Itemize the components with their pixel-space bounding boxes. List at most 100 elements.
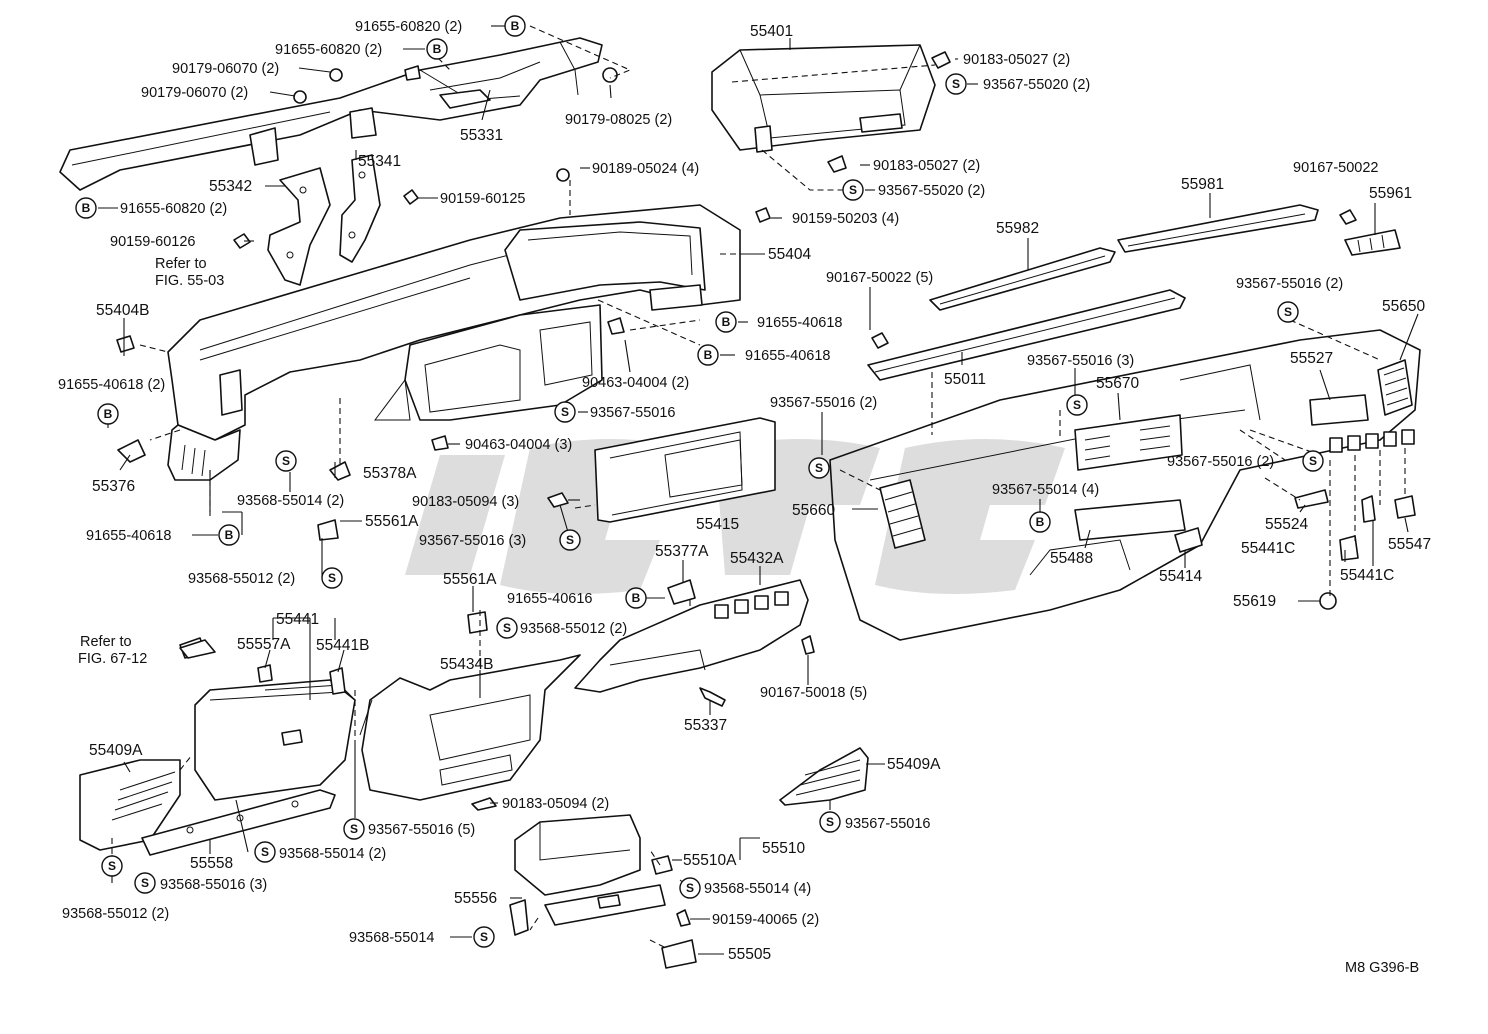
label: 90159-60126 (110, 234, 195, 250)
svg-text:S: S (826, 815, 834, 829)
lower-box-55510 (509, 814, 697, 969)
label: 93568-55016 (3) (160, 877, 267, 893)
defroster-nozzle-55011 (867, 289, 1186, 381)
label: 90183-05027 (2) (873, 158, 980, 174)
svg-text:B: B (82, 201, 91, 215)
label: 55547 (1388, 536, 1431, 553)
clip-55561A (467, 611, 488, 634)
s-symbol: S (819, 811, 841, 833)
label: 55527 (1290, 350, 1333, 367)
reinforcement-beam-55331 (59, 37, 603, 191)
svg-text:S: S (108, 859, 116, 873)
label: Refer to (155, 256, 207, 272)
label: 93567-55016 (2) (1167, 454, 1274, 470)
label: 90189-05024 (4) (592, 161, 699, 177)
label: 90463-04004 (2) (582, 375, 689, 391)
label: 55619 (1233, 593, 1276, 610)
svg-text:S: S (952, 77, 960, 91)
register-55409A-right (779, 747, 869, 806)
s-symbol: S (1302, 450, 1324, 472)
label: 90179-08025 (2) (565, 112, 672, 128)
label: FIG. 55-03 (155, 273, 224, 289)
label: 93567-55016 (2) (770, 395, 877, 411)
label: 90167-50022 (5) (826, 270, 933, 286)
label: 55650 (1382, 298, 1425, 315)
fastener-clips-top (233, 65, 771, 249)
label: 55561A (365, 513, 419, 530)
s-symbol: S (559, 529, 581, 551)
s-symbol: S (1066, 394, 1088, 416)
label: 55488 (1050, 550, 1093, 567)
s-symbol: S (343, 818, 365, 840)
svg-text:B: B (433, 42, 442, 56)
s-symbol: S (134, 872, 156, 894)
label: 93567-55016 (5) (368, 822, 475, 838)
label: 55441 (276, 611, 319, 628)
svg-text:S: S (815, 461, 823, 475)
label: 55670 (1096, 375, 1139, 392)
bolt-symbols: B B B B B B B B B (75, 15, 1051, 609)
label: 93568-55014 (2) (237, 493, 344, 509)
label: 55981 (1181, 176, 1224, 193)
label: 93567-55020 (2) (983, 77, 1090, 93)
label: 90159-40065 (2) (712, 912, 819, 928)
b-symbol: B (715, 311, 737, 333)
label: 55441C (1241, 540, 1295, 557)
b-symbol: B (218, 524, 240, 546)
label: 90159-50203 (4) (792, 211, 899, 227)
screw-90159-40065 (676, 909, 691, 927)
label: 93568-55012 (2) (62, 906, 169, 922)
bracket-55342 (249, 127, 331, 286)
label: 90179-06070 (2) (141, 85, 248, 101)
label: 90463-04004 (3) (465, 437, 572, 453)
label: 55441B (316, 637, 369, 654)
svg-text:B: B (104, 407, 113, 421)
label: 91655-40618 (757, 315, 842, 331)
label: 90179-06070 (2) (172, 61, 279, 77)
label: 55432A (730, 550, 784, 567)
strip-55558 (141, 789, 336, 856)
svg-text:B: B (1036, 515, 1045, 529)
s-symbol: S (101, 855, 123, 877)
svg-text:B: B (511, 19, 520, 33)
label: 55510 (762, 840, 805, 857)
cluster-hood-55401 (711, 44, 936, 153)
label: 55441C (1340, 567, 1394, 584)
label: 91655-40618 (2) (58, 377, 165, 393)
label: 91655-40616 (507, 591, 592, 607)
defroster-garnish-55981 (1117, 204, 1319, 253)
s-symbol: S (554, 401, 576, 423)
label: 55404B (96, 302, 149, 319)
label: 93568-55014 (349, 930, 434, 946)
lower-center-cluster-55434B (359, 654, 581, 801)
svg-text:B: B (704, 348, 713, 362)
label: 55982 (996, 220, 1039, 237)
label: 55337 (684, 717, 727, 734)
label: 55961 (1369, 185, 1412, 202)
label: FIG. 67-12 (78, 651, 147, 667)
label: 90183-05094 (3) (412, 494, 519, 510)
label: 91655-60820 (2) (120, 201, 227, 217)
clip-55337 (699, 687, 726, 707)
label: 55404 (768, 246, 811, 263)
garnish-55961 (1339, 209, 1401, 256)
svg-text:S: S (503, 621, 511, 635)
b-symbol: B (426, 38, 448, 60)
clip-90463-lower (431, 435, 449, 451)
label: 93568-55014 (2) (279, 846, 386, 862)
label: 55342 (209, 178, 252, 195)
s-symbol: S (1277, 301, 1299, 323)
label: 55505 (728, 946, 771, 963)
label: 90183-05094 (2) (502, 796, 609, 812)
label: 55660 (792, 502, 835, 519)
label: 91655-60820 (2) (355, 19, 462, 35)
label: Refer to (80, 634, 132, 650)
glove-box-55441 (179, 637, 356, 801)
label: 55341 (358, 153, 401, 170)
label: 55414 (1159, 568, 1202, 585)
screw-90167-50018 (801, 635, 815, 655)
svg-text:S: S (328, 571, 336, 585)
instrument-panel-55404 (167, 204, 741, 481)
label: 55556 (454, 890, 497, 907)
